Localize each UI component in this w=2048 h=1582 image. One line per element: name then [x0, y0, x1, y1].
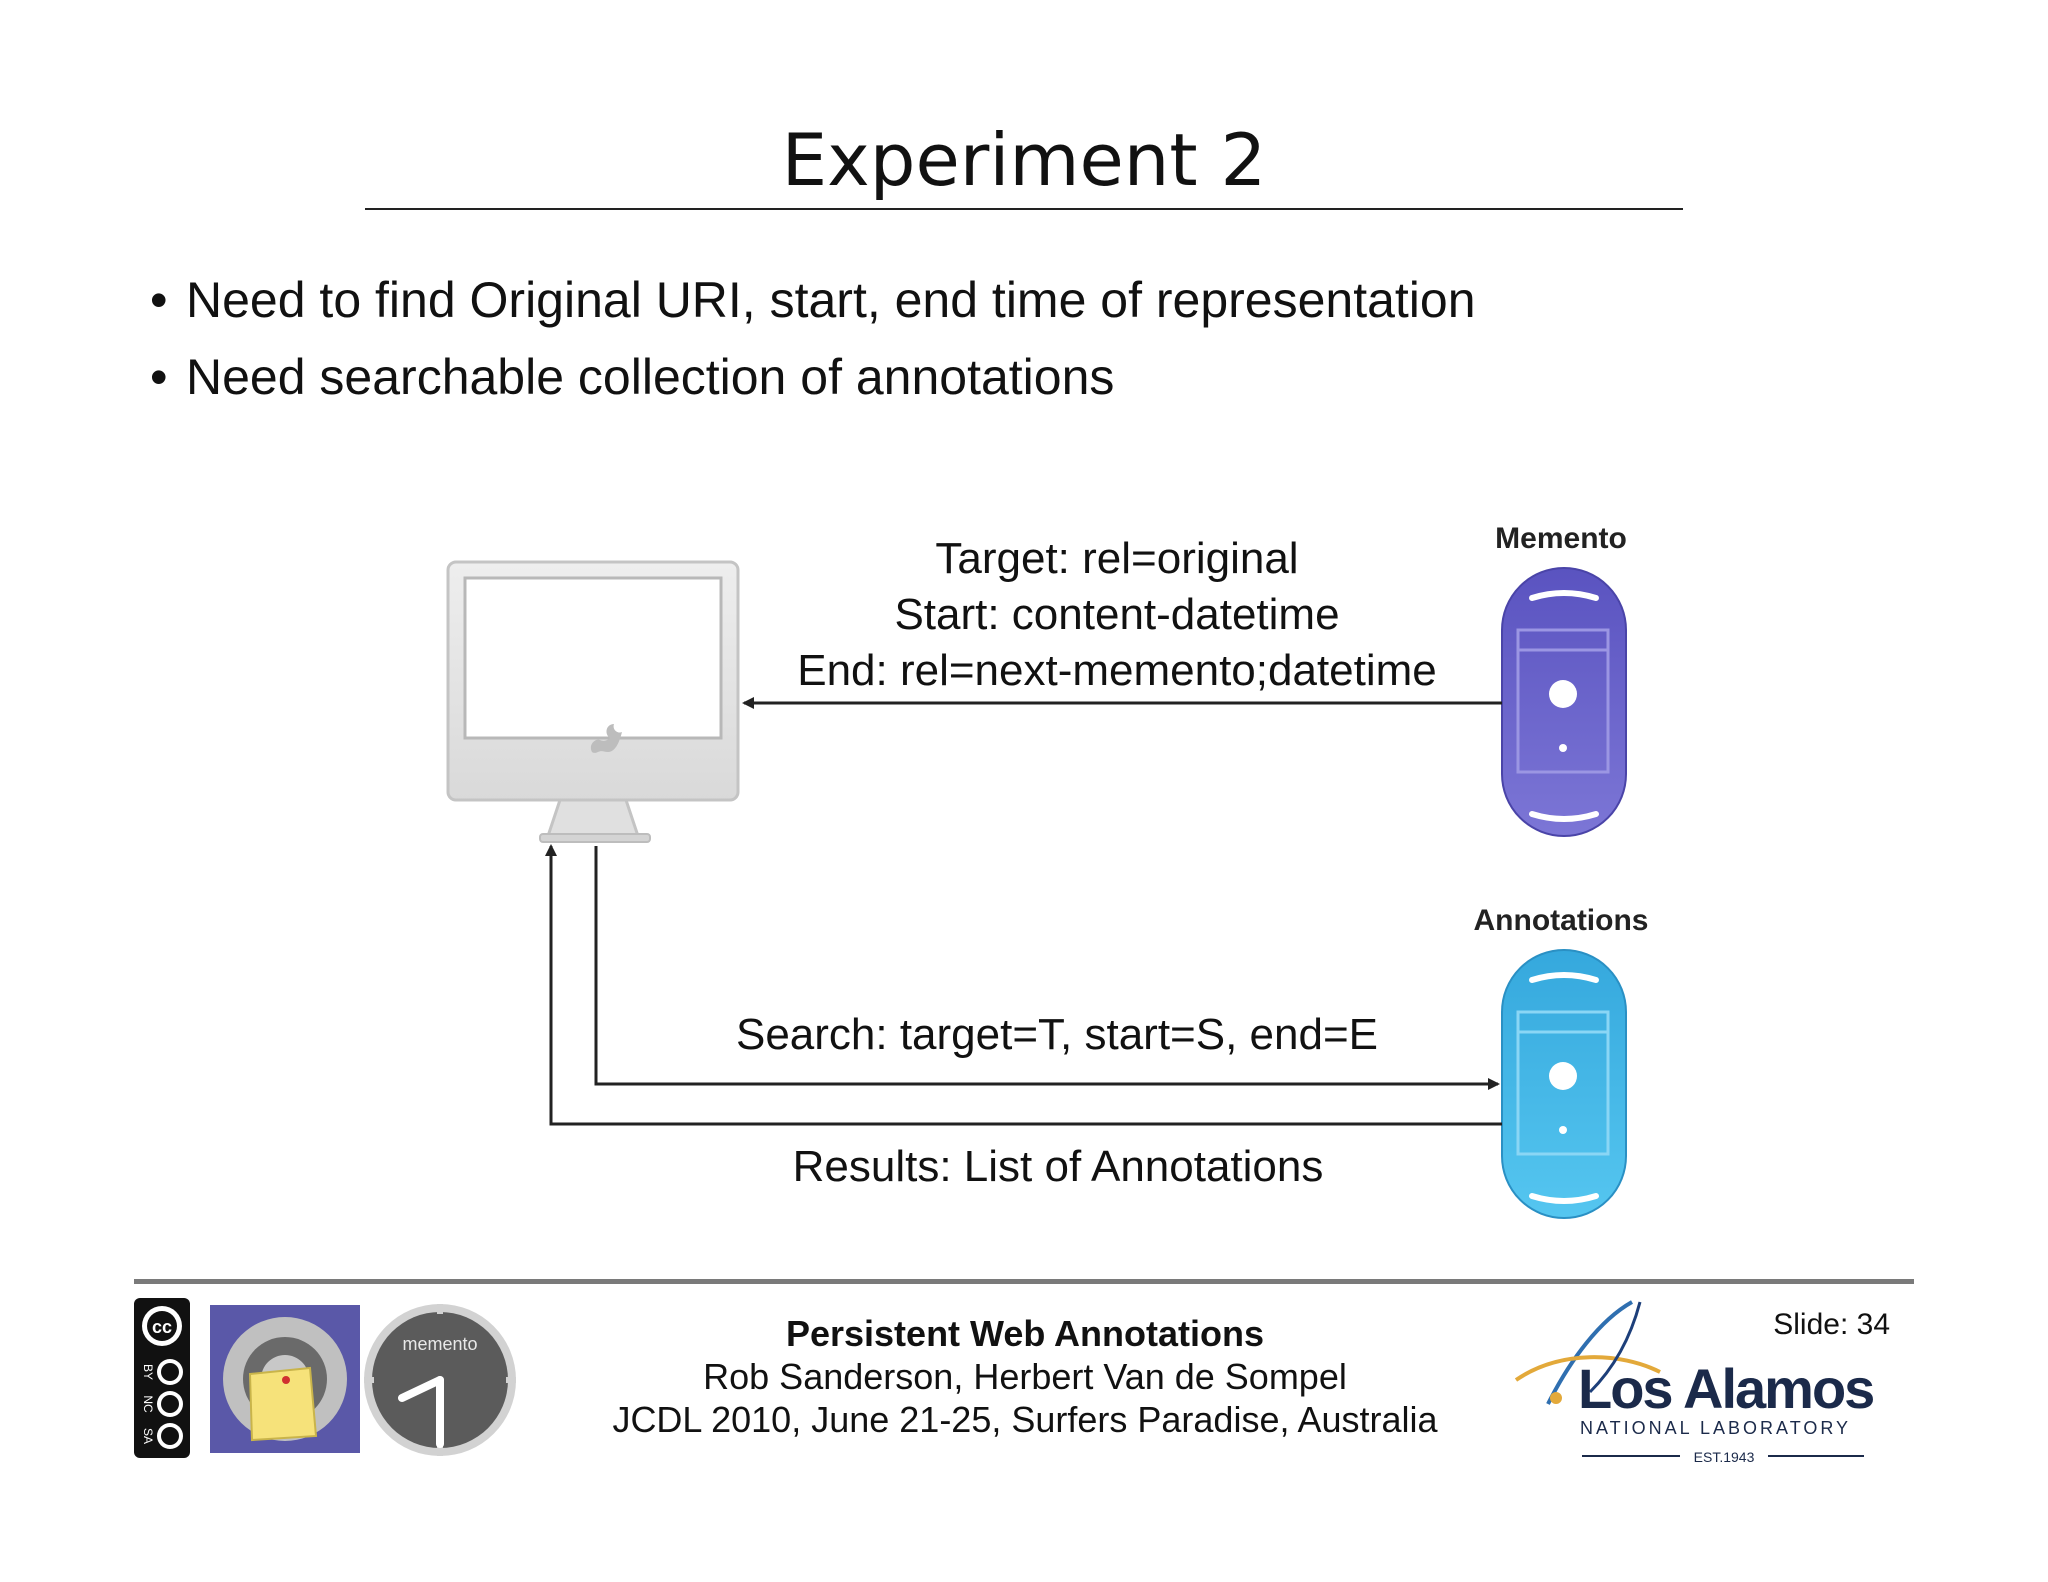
search-request-label: Search: target=T, start=S, end=E: [736, 1010, 1378, 1059]
memento-response-line1: Target: rel=original: [935, 534, 1298, 583]
bullet-text: Need to find Original URI, start, end ti…: [186, 272, 1476, 328]
bullet-item: • Need to find Original URI, start, end t…: [150, 262, 1476, 339]
search-results-arrow: [545, 844, 1502, 1126]
memento-server-label: Memento: [1495, 522, 1627, 555]
footer-credits: Persistent Web Annotations Rob Sanderson…: [560, 1312, 1490, 1441]
title-divider: [365, 208, 1683, 210]
footer-divider: [134, 1279, 1914, 1284]
annotations-server-label: Annotations: [1474, 904, 1649, 937]
search-results-label: Results: List of Annotations: [793, 1142, 1324, 1191]
memento-server-icon: [1501, 567, 1627, 837]
slide-number: Slide: 34: [1773, 1308, 1890, 1341]
presentation-title: Persistent Web Annotations: [785, 1313, 1265, 1354]
bullet-text: Need searchable collection of annotation…: [186, 349, 1115, 405]
event-details: JCDL 2010, June 21-25, Surfers Paradise,…: [612, 1399, 1438, 1440]
bullet-dot: •: [150, 272, 168, 328]
slide-title: Experiment 2: [781, 118, 1267, 202]
bullet-list: • Need to find Original URI, start, end t…: [150, 262, 1476, 416]
search-request-arrow: [594, 846, 1500, 1090]
bullet-dot: •: [150, 349, 168, 405]
memento-response-line2: Start: content-datetime: [894, 590, 1339, 639]
bullet-item: • Need searchable collection of annotatio…: [150, 339, 1476, 416]
memento-response-line3: End: rel=next-memento;datetime: [797, 646, 1437, 695]
authors: Rob Sanderson, Herbert Van de Sompel: [703, 1356, 1347, 1397]
client-computer-icon: [446, 560, 740, 843]
annotations-server-icon: [1501, 949, 1627, 1219]
